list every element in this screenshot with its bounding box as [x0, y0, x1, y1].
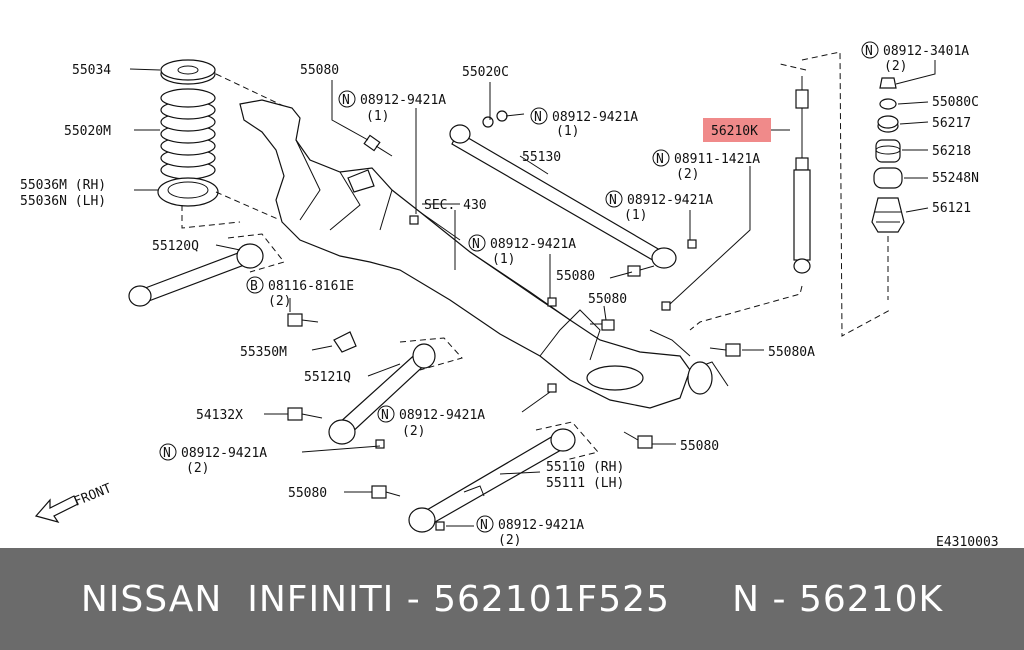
marker-n-3: N [656, 152, 664, 167]
coil-spring-55020M [160, 88, 216, 180]
label-55080C: 55080C [932, 95, 979, 110]
label-55350M: 55350M [240, 345, 287, 360]
marker-n-5: N [865, 44, 873, 59]
label-55080-low: 55080 [680, 439, 719, 454]
highlight-56210K [703, 118, 771, 142]
label-55020C: 55020C [462, 65, 509, 80]
label-55111: 55111 (LH) [546, 476, 624, 491]
label-qty-2e: (2) [186, 461, 209, 476]
lateral-link-55120Q [128, 233, 285, 307]
label-qty-1d: (1) [492, 252, 515, 267]
label-08912-3401A: 08912-3401A [883, 44, 969, 59]
label-55036N: 55036N (LH) [20, 194, 106, 209]
label-55036M: 55036M (RH) [20, 178, 106, 193]
label-54132X: 54132X [196, 408, 243, 423]
strut-mount-parts [871, 77, 905, 233]
label-08912-9421A-4: 08912-9421A [490, 237, 576, 252]
label-qty-1c: (1) [624, 208, 647, 223]
marker-n-2: N [534, 110, 542, 125]
footer-bar: NISSAN INFINITI - 562101F525 N - 56210K [0, 548, 1024, 650]
label-qty-2a: (2) [676, 167, 699, 182]
label-55080-mid1: 55080 [556, 269, 595, 284]
lower-link-55121Q [328, 337, 463, 445]
front-arrow-icon [34, 495, 79, 524]
lower-arm-55110 [408, 421, 599, 533]
label-08912-9421A-6: 08912-9421A [181, 446, 267, 461]
label-55120Q: 55120Q [152, 239, 199, 254]
label-08911-1421A: 08911-1421A [674, 152, 760, 167]
label-55080-top: 55080 [300, 63, 339, 78]
label-55034: 55034 [72, 63, 111, 78]
label-55080-mid2: 55080 [588, 292, 627, 307]
label-55110: 55110 (RH) [546, 460, 624, 475]
label-08912-9421A-5: 08912-9421A [399, 408, 485, 423]
footer-part-info: NISSAN INFINITI - 562101F525 N - 56210K [80, 578, 944, 620]
label-qty-2b: (2) [884, 59, 907, 74]
label-56121: 56121 [932, 201, 971, 216]
label-08912-9421A-1: 08912-9421A [360, 93, 446, 108]
circle-markers [159, 41, 879, 533]
label-56217: 56217 [932, 116, 971, 131]
label-56218: 56218 [932, 144, 971, 159]
diagram-code: E4310003 [936, 535, 999, 548]
fasteners [287, 134, 741, 531]
parts-diagram: N N N N N N B N N N 55034 55020M 55036M … [20, 41, 999, 548]
label-sec-430: SEC. 430 [424, 198, 487, 213]
label-55121Q: 55121Q [304, 370, 351, 385]
label-qty-2d: (2) [402, 424, 425, 439]
label-55020M: 55020M [64, 124, 111, 139]
upper-link-55130 [449, 110, 677, 269]
label-55248N: 55248N [932, 171, 979, 186]
label-55080A: 55080A [768, 345, 815, 360]
leader-lines [129, 60, 936, 527]
label-55130: 55130 [522, 150, 561, 165]
spring-seat-55036 [157, 177, 219, 207]
label-08912-9421A-2: 08912-9421A [552, 110, 638, 125]
marker-n-1: N [342, 93, 350, 108]
marker-n-7: N [381, 408, 389, 423]
label-qty-1b: (1) [556, 124, 579, 139]
rear-subframe [239, 99, 729, 409]
label-qty-2f: (2) [498, 533, 521, 548]
label-08912-9421A-7: 08912-9421A [498, 518, 584, 533]
marker-n-8: N [163, 446, 171, 461]
marker-n-6: N [472, 237, 480, 252]
label-08912-9421A-3: 08912-9421A [627, 193, 713, 208]
marker-b-1: B [250, 279, 258, 294]
marker-n-4: N [609, 193, 617, 208]
label-08116-8161E: 08116-8161E [268, 279, 354, 294]
label-55080-bot: 55080 [288, 486, 327, 501]
marker-n-9: N [480, 518, 488, 533]
label-qty-1a: (1) [366, 109, 389, 124]
spring-seat-55034 [160, 59, 216, 85]
shock-absorber-56210K [793, 76, 811, 274]
label-qty-2c: (2) [268, 294, 291, 309]
label-56210K: 56210K [711, 124, 758, 139]
label-front: FRONT [72, 481, 114, 510]
